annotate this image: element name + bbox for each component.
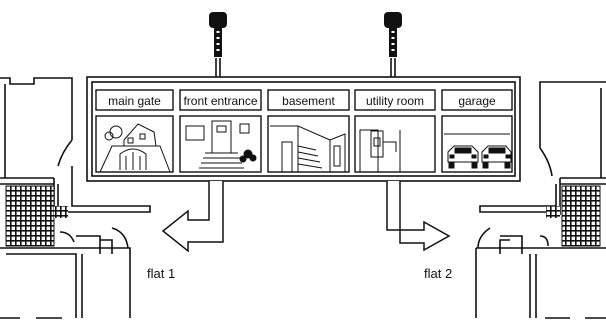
- front-entrance-illustration: [185, 120, 257, 169]
- arrow-to-flat-1: [161, 181, 224, 253]
- flat-1-hatched-room: [5, 185, 55, 247]
- key-connectors: [215, 58, 396, 77]
- arrow-to-flat-2: [386, 181, 451, 252]
- flat-1-label: flat 1: [147, 266, 175, 281]
- main-gate-illustration: [99, 123, 171, 173]
- zone-label-main-gate: main gate: [108, 94, 161, 108]
- zone-label-basement: basement: [282, 94, 335, 108]
- flat-1-hatched-corridor: [54, 206, 68, 218]
- zone-label-utility-room: utility room: [366, 94, 424, 108]
- flat-1-floor-plan: [0, 77, 151, 319]
- zone-label-garage: garage: [458, 94, 496, 108]
- flat-2-label: flat 2: [424, 266, 452, 281]
- flat-2-hatched-corridor: [546, 206, 560, 218]
- key-icon: [209, 12, 227, 57]
- access-panel: [86, 76, 521, 182]
- flat-2-hatched-room: [561, 185, 601, 247]
- zone-label-front-entrance: front entrance: [183, 94, 257, 108]
- basement-illustration: [270, 125, 346, 172]
- zone-label-boxes: [95, 89, 513, 111]
- key-icon: [384, 12, 402, 57]
- flat-2-floor-plan: [475, 81, 606, 319]
- utility-room-illustration: [359, 129, 401, 172]
- garage-illustration: [444, 133, 512, 169]
